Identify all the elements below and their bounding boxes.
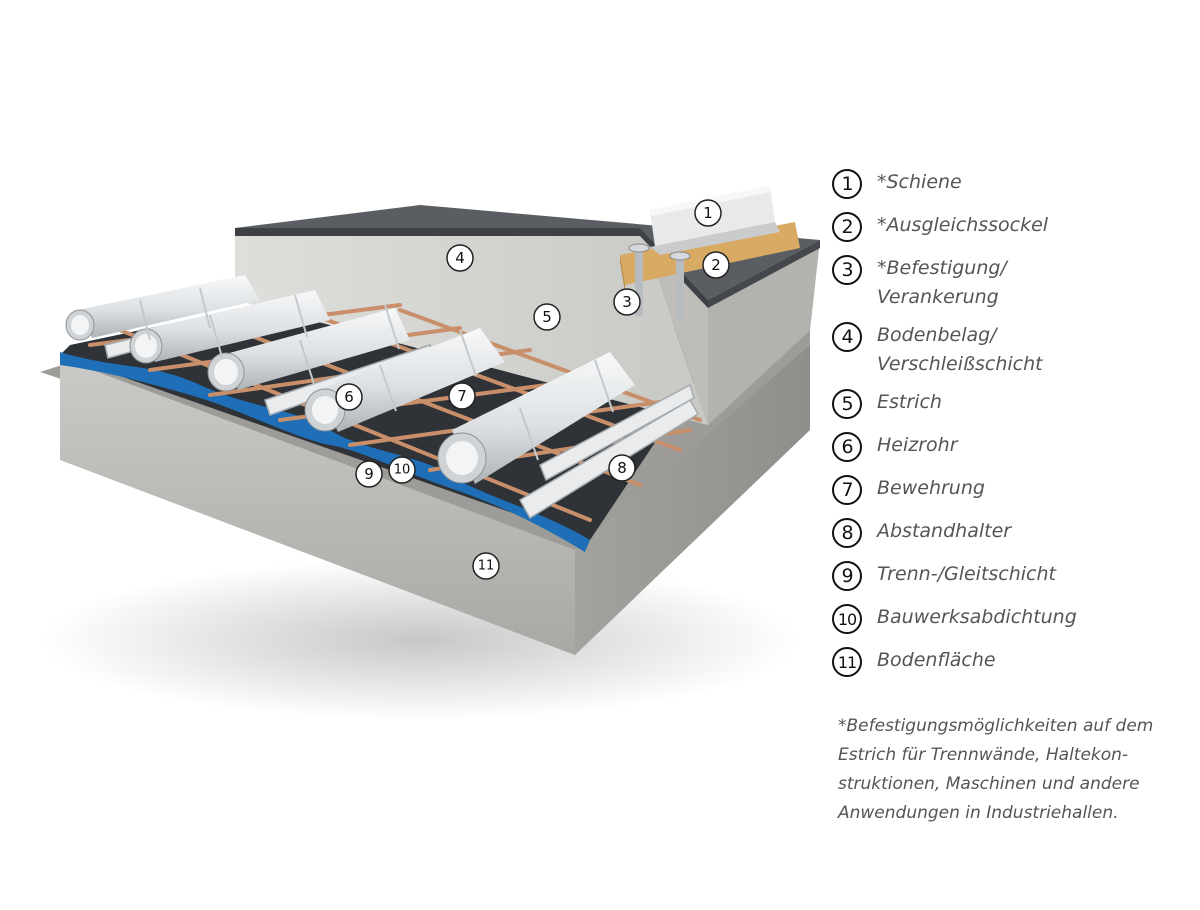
callout-4: 4	[446, 244, 474, 272]
pipe	[437, 352, 635, 484]
legend-label: Heizrohr	[877, 434, 958, 456]
legend-item-bodenbelag: 4 Bodenbelag/ Verschleißschicht	[832, 321, 1200, 379]
svg-text:2: 2	[711, 256, 721, 274]
svg-text:5: 5	[542, 308, 552, 326]
legend-item-heizrohr: 6 Heizrohr	[832, 431, 1200, 465]
legend-item-bewehrung: 7 Bewehrung	[832, 474, 1200, 508]
legend-label: Trenn-/Gleitschicht	[877, 563, 1056, 585]
legend-number: 3	[832, 255, 862, 285]
legend-number: 10	[832, 604, 862, 634]
legend-number: 1	[832, 169, 862, 199]
legend-item-trennschicht: 9 Trenn-/Gleitschicht	[832, 560, 1200, 594]
legend-label: Estrich	[877, 391, 942, 413]
legend-number: 2	[832, 212, 862, 242]
legend-number: 8	[832, 518, 862, 548]
svg-text:1: 1	[703, 204, 713, 222]
legend-item-bodenflaeche: 11 Bodenfläche	[832, 646, 1200, 680]
svg-text:10: 10	[394, 463, 411, 478]
callout-3: 3	[613, 288, 641, 316]
pipe	[207, 308, 410, 392]
legend-number: 6	[832, 432, 862, 462]
footnote: *Befestigungsmöglichkeiten auf dem Estri…	[838, 716, 1154, 823]
svg-text:9: 9	[364, 465, 374, 483]
callout-11: 11	[472, 552, 500, 580]
legend-label: Bodenbelag/ Verschleißschicht	[877, 324, 1043, 375]
legend-label: Bewehrung	[877, 477, 985, 499]
legend: 1 *Schiene 2 *Ausgleichssockel 3 *Befest…	[832, 168, 1200, 689]
legend-item-schiene: 1 *Schiene	[832, 168, 1200, 202]
legend-item-bauwerksabdichtung: 10 Bauwerksabdichtung	[832, 603, 1200, 637]
legend-number: 9	[832, 561, 862, 591]
svg-text:6: 6	[344, 388, 354, 406]
legend-label: *Ausgleichssockel	[877, 214, 1049, 236]
heating-pipes	[65, 275, 635, 484]
callout-10: 10	[388, 456, 416, 484]
callout-5: 5	[533, 303, 561, 331]
callout-2: 2	[702, 251, 730, 279]
legend-number: 4	[832, 322, 862, 352]
callout-7: 7	[448, 382, 476, 410]
legend-number: 7	[832, 475, 862, 505]
pipe	[129, 290, 330, 364]
callout-1: 1	[694, 199, 722, 227]
legend-item-abstandhalter: 8 Abstandhalter	[832, 517, 1200, 551]
cable-ties	[139, 287, 614, 461]
legend-item-ausgleichssockel: 2 *Ausgleichssockel	[832, 211, 1200, 245]
legend-label: Bodenfläche	[877, 649, 996, 671]
pipe	[304, 328, 505, 432]
svg-text:11: 11	[478, 559, 495, 574]
callout-8: 8	[608, 454, 636, 482]
svg-text:8: 8	[617, 459, 627, 477]
callout-9: 9	[355, 460, 383, 488]
legend-label: *Befestigung/ Verankerung	[877, 257, 1007, 308]
pipe	[65, 275, 260, 341]
legend-label: *Schiene	[877, 171, 962, 193]
legend-number: 11	[832, 647, 862, 677]
svg-text:7: 7	[457, 387, 467, 405]
legend-label: Abstandhalter	[877, 520, 1012, 542]
legend-item-estrich: 5 Estrich	[832, 388, 1200, 422]
svg-text:3: 3	[622, 293, 632, 311]
legend-item-befestigung: 3 *Befestigung/ Verankerung	[832, 254, 1200, 312]
floor-construction-diagram: 1 2 3 4 5 6 7 8 9 10 11	[40, 186, 820, 720]
legend-number: 5	[832, 389, 862, 419]
svg-text:4: 4	[455, 249, 465, 267]
callout-6: 6	[335, 383, 363, 411]
legend-label: Bauwerksabdichtung	[877, 606, 1077, 628]
